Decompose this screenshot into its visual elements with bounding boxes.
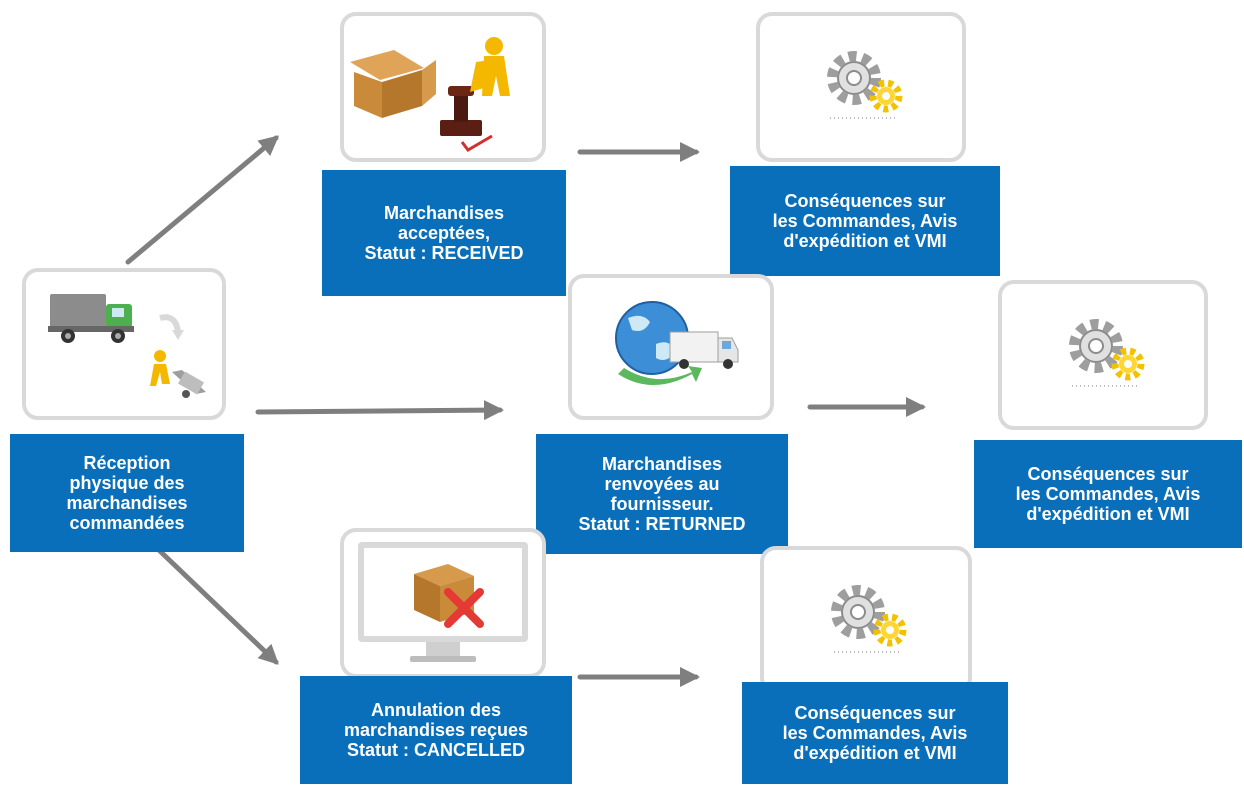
consequences-middle-image-frame — [998, 280, 1208, 430]
label-line: Conséquences sur — [784, 191, 946, 211]
monitor-box-cross-icon — [358, 542, 528, 662]
accepted-image-frame — [340, 12, 546, 162]
consequences-middle-label: Conséquences sur les Commandes, Avis d'e… — [974, 440, 1242, 548]
label-line: fournisseur. — [610, 494, 714, 514]
accepted-label: Marchandises acceptées, Statut : RECEIVE… — [322, 170, 566, 296]
label-line: Statut : RETURNED — [578, 514, 746, 534]
cancelled-image-frame — [340, 528, 546, 678]
truck-delivery-worker-icon — [48, 294, 206, 398]
label-line: Réception — [83, 453, 171, 473]
label-line: les Commandes, Avis — [782, 723, 968, 743]
label-line: les Commandes, Avis — [772, 211, 958, 231]
consequences-bottom-image-frame — [760, 546, 972, 694]
consequences-bottom-label: Conséquences sur les Commandes, Avis d'e… — [742, 682, 1008, 784]
label-line: Marchandises — [601, 454, 723, 474]
label-line: d'expédition et VMI — [783, 231, 947, 251]
label-line: d'expédition et VMI — [793, 743, 957, 763]
box-and-stamp-icon — [350, 37, 510, 152]
returned-label: Marchandises renvoyées au fournisseur. S… — [536, 434, 788, 554]
label-line: marchandises — [66, 493, 188, 513]
label-line: Conséquences sur — [1027, 464, 1189, 484]
label-line: physique des — [69, 473, 185, 493]
arrow-reception-to-accepted — [125, 135, 280, 265]
label-line: Statut : RECEIVED — [364, 243, 524, 263]
label-line: acceptées, — [397, 223, 491, 243]
gears-icon — [1069, 319, 1145, 387]
label-line: les Commandes, Avis — [1015, 484, 1201, 504]
consequences-top-image-frame — [756, 12, 966, 162]
label-line: Statut : CANCELLED — [347, 740, 525, 760]
label-line: Marchandises — [383, 203, 505, 223]
label-line: marchandises reçues — [343, 720, 529, 740]
label-line: Annulation des — [371, 700, 501, 720]
label-line: commandées — [69, 513, 185, 533]
arrow-reception-to-returned — [255, 400, 504, 421]
reception-label: Réception physique des marchandises comm… — [10, 434, 244, 552]
label-line: renvoyées au — [604, 474, 720, 494]
globe-truck-icon — [615, 301, 739, 385]
cancelled-label: Annulation des marchandises reçues Statu… — [300, 676, 572, 784]
label-line: Conséquences sur — [794, 703, 956, 723]
consequences-top-label: Conséquences sur les Commandes, Avis d'e… — [730, 166, 1000, 276]
returned-image-frame — [568, 274, 774, 420]
gears-icon — [827, 51, 903, 119]
reception-image-frame — [22, 268, 226, 420]
gears-icon — [831, 585, 907, 653]
label-line: d'expédition et VMI — [1026, 504, 1190, 524]
